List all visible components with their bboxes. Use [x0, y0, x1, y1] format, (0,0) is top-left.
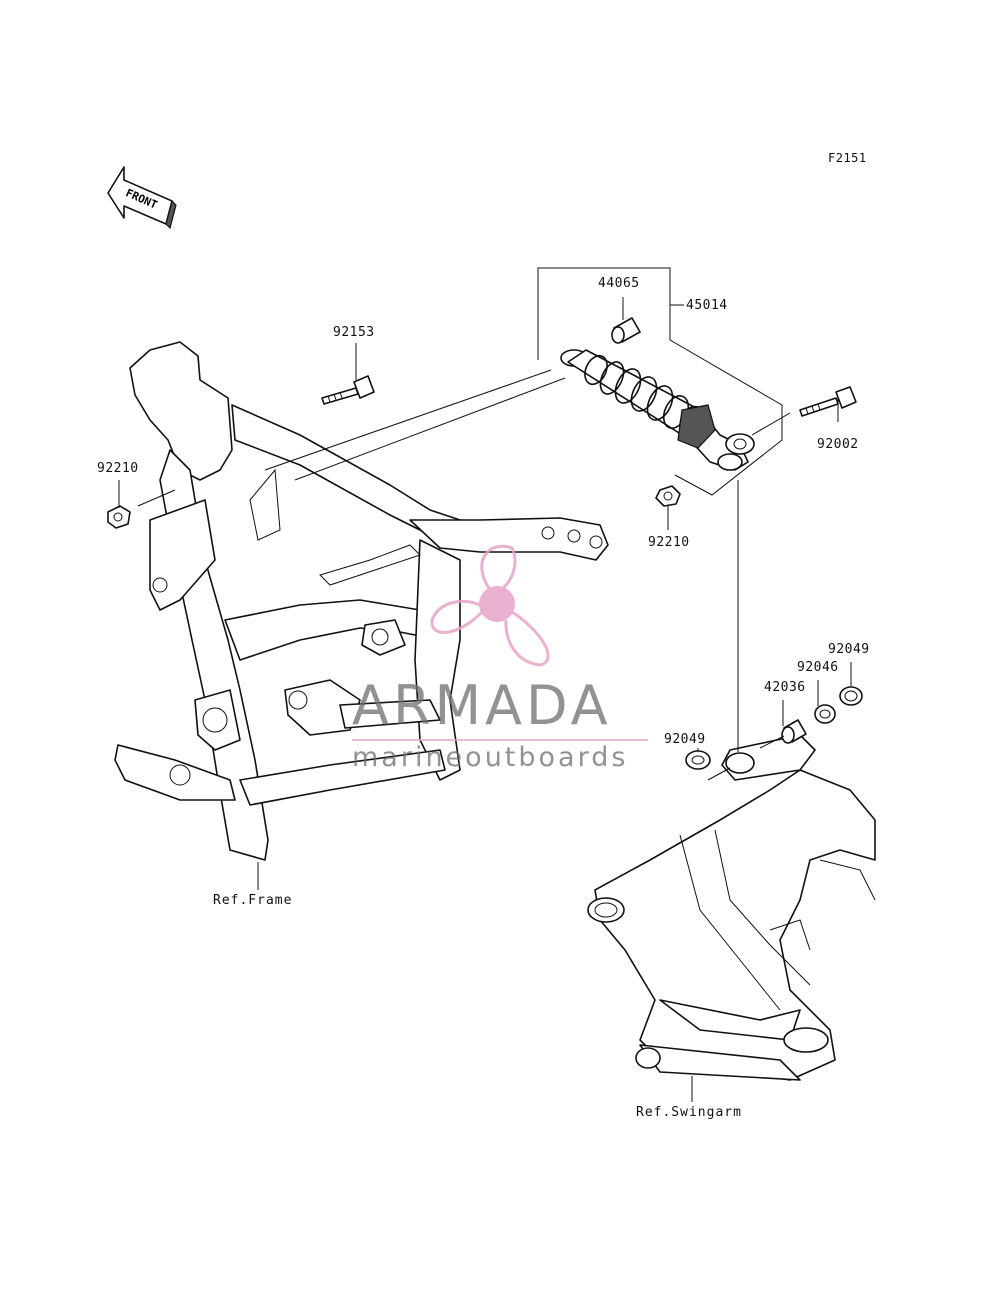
- leader-lines: [118, 267, 852, 1102]
- seal-92049-right-drawing: [839, 686, 863, 706]
- frame-drawing: [114, 341, 609, 861]
- part-label-92210-shock: 92210: [648, 535, 690, 550]
- seal-92049-left-drawing: [685, 750, 711, 770]
- bearing-92046-drawing: [814, 704, 836, 724]
- part-label-92046: 92046: [797, 660, 839, 675]
- watermark-tagline: marineoutboards: [352, 742, 629, 773]
- bolt-92153-drawing: [321, 375, 375, 405]
- nut-92210-frame-drawing: [107, 505, 131, 529]
- part-label-42036: 42036: [764, 680, 806, 695]
- ref-frame-label: Ref.Frame: [213, 893, 293, 908]
- part-label-44065: 44065: [598, 276, 640, 291]
- watermark-brand: ARMADA: [352, 674, 612, 737]
- part-label-92049-left: 92049: [664, 732, 706, 747]
- part-label-45014: 45014: [686, 298, 728, 313]
- part-label-92049-right: 92049: [828, 642, 870, 657]
- part-label-92002: 92002: [817, 437, 859, 452]
- shock-absorber-drawing: [560, 317, 857, 507]
- propeller-logo-icon: [430, 544, 550, 667]
- part-label-92153: 92153: [333, 325, 375, 340]
- ref-swingarm-label: Ref.Swingarm: [636, 1105, 742, 1120]
- bushing-44065-drawing: [611, 317, 641, 344]
- bolt-92002-drawing: [799, 386, 857, 417]
- swingarm-drawing: [587, 734, 876, 1081]
- nut-92210-shock-drawing: [655, 485, 681, 507]
- figure-code: F2151: [828, 151, 867, 165]
- collar-42036-drawing: [781, 719, 807, 744]
- part-label-92210-frame: 92210: [97, 461, 139, 476]
- front-arrow-icon: FRONT: [107, 166, 177, 230]
